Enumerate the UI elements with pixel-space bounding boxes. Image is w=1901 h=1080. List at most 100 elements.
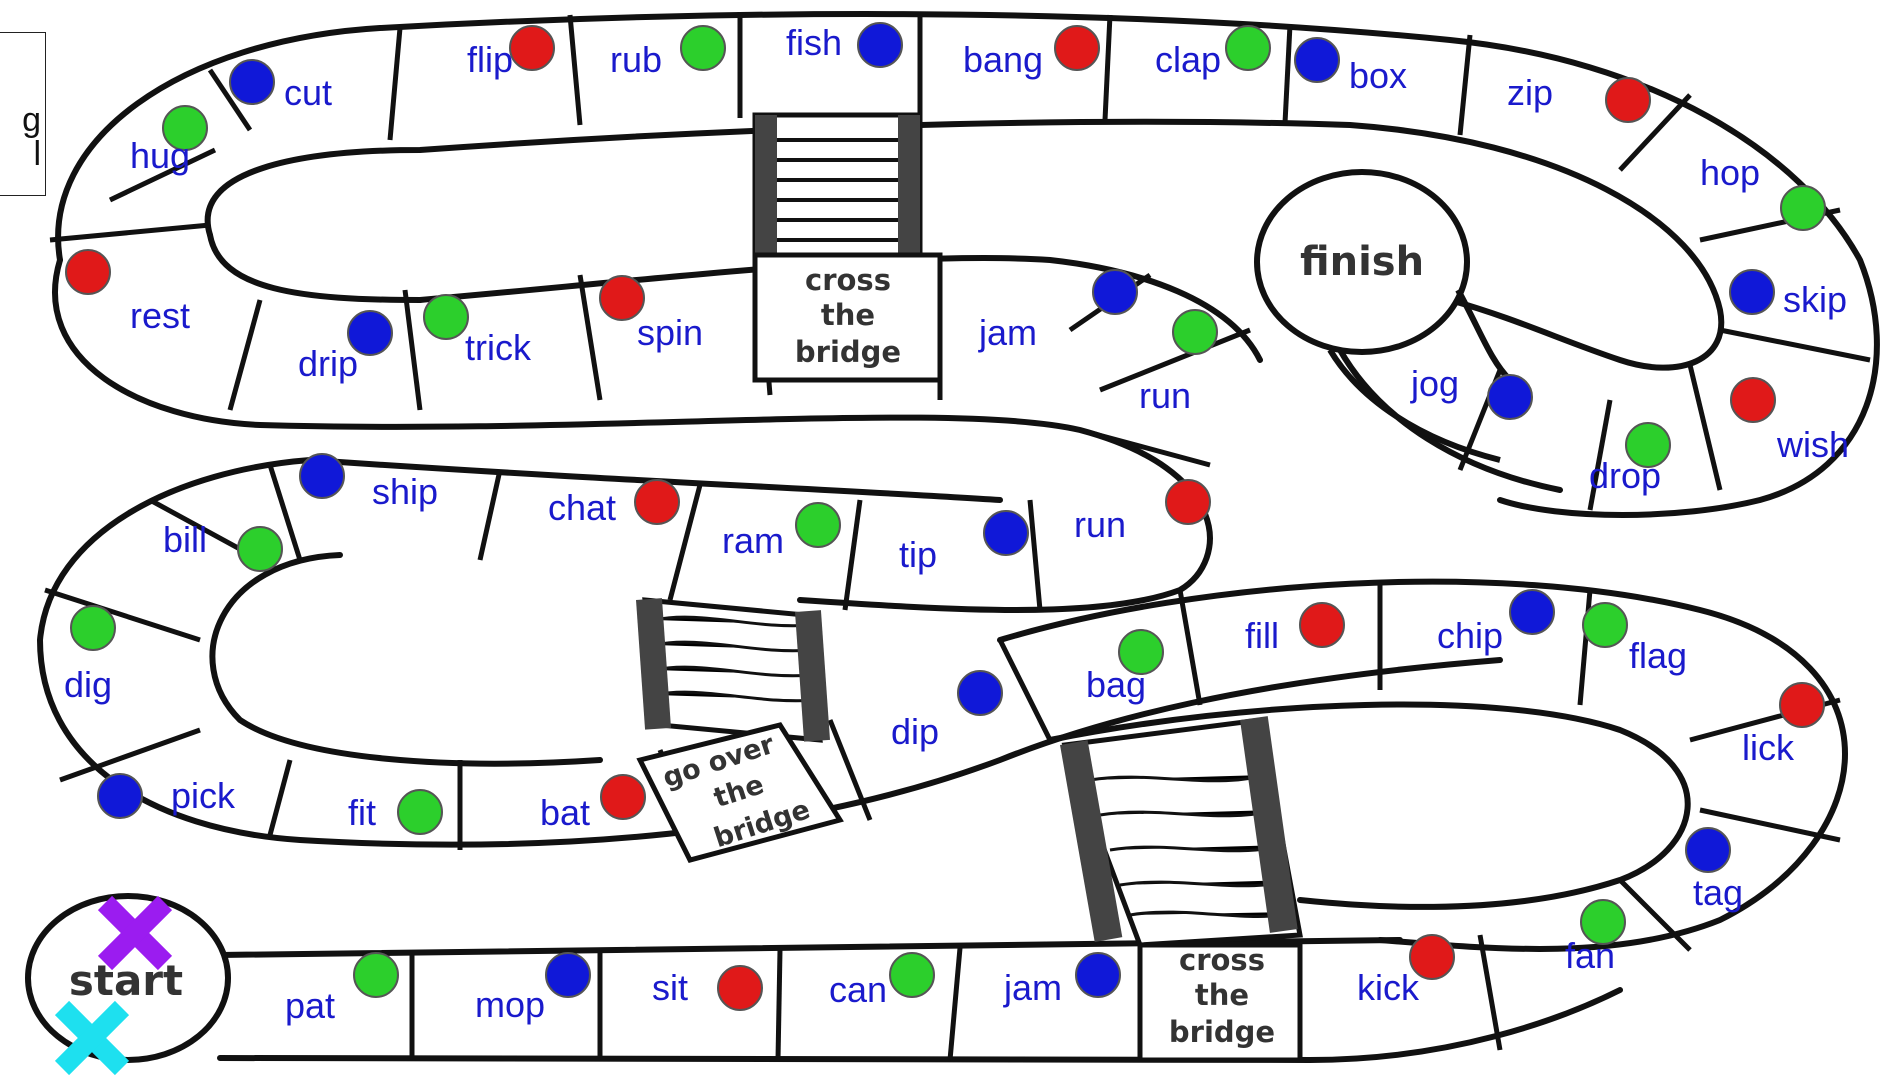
red-dot xyxy=(635,480,679,524)
board-space[interactable]: ram xyxy=(722,503,840,561)
space-word: kick xyxy=(1357,967,1420,1008)
space-word: flip xyxy=(467,39,513,80)
board-space[interactable]: jam xyxy=(978,270,1137,353)
space-word: wish xyxy=(1776,424,1849,465)
board-space[interactable]: kick xyxy=(1357,935,1454,1008)
red-dot xyxy=(510,26,554,70)
red-dot xyxy=(718,966,762,1010)
space-word: jam xyxy=(978,312,1037,353)
board-space[interactable]: trick xyxy=(424,295,532,368)
space-word: run xyxy=(1074,504,1126,545)
space-word: spin xyxy=(637,312,703,353)
bridge-bottom xyxy=(1060,716,1300,1060)
space-word: drop xyxy=(1589,455,1661,496)
green-dot xyxy=(681,26,725,70)
green-dot xyxy=(354,953,398,997)
space-word: skip xyxy=(1783,279,1847,320)
spaces-layer: pat mop sit can jam kick fan tag lick flag chip fil… xyxy=(64,22,1849,1026)
space-word: fan xyxy=(1565,935,1615,976)
board-space[interactable]: box xyxy=(1295,38,1407,96)
space-word: can xyxy=(829,969,887,1010)
blue-dot xyxy=(300,454,344,498)
board-space[interactable]: mop xyxy=(475,953,590,1025)
bridge-top-line-3: bridge xyxy=(795,335,901,369)
board-space[interactable]: fan xyxy=(1565,900,1625,976)
space-word: chat xyxy=(548,487,616,528)
board-space[interactable]: zip xyxy=(1507,72,1650,122)
board-space[interactable]: bat xyxy=(540,775,645,833)
blue-dot xyxy=(1510,590,1554,634)
blue-dot xyxy=(858,23,902,67)
space-word: hop xyxy=(1700,152,1760,193)
board-space[interactable]: hop xyxy=(1700,152,1825,230)
board-space[interactable]: fill xyxy=(1245,603,1344,656)
space-word: chip xyxy=(1437,615,1503,656)
space-word: ram xyxy=(722,520,784,561)
board-space[interactable]: fish xyxy=(786,22,902,67)
board-space[interactable]: dip xyxy=(891,671,1002,752)
space-word: rub xyxy=(610,39,662,80)
space-word: rest xyxy=(130,295,190,336)
space-word: jog xyxy=(1410,363,1459,404)
space-word: fill xyxy=(1245,615,1279,656)
board-space[interactable]: jog xyxy=(1410,363,1532,419)
board-space[interactable]: drop xyxy=(1589,423,1670,496)
blue-dot xyxy=(984,511,1028,555)
board-space[interactable]: dig xyxy=(64,606,115,705)
bridge-top-line-2: the xyxy=(821,298,875,332)
space-word: bill xyxy=(163,519,207,560)
space-word: flag xyxy=(1629,635,1687,676)
blue-dot xyxy=(98,774,142,818)
red-dot xyxy=(1055,26,1099,70)
green-dot xyxy=(890,953,934,997)
board-space[interactable]: lick xyxy=(1742,683,1824,768)
board-space[interactable]: fit xyxy=(348,790,442,834)
board-space[interactable]: flip xyxy=(467,26,554,80)
board-space[interactable]: drip xyxy=(298,311,392,384)
bridge-top-line-1: cross xyxy=(805,263,891,297)
bridge-bottom-line-3: bridge xyxy=(1169,1015,1275,1049)
board-space[interactable]: chat xyxy=(548,480,679,528)
red-dot xyxy=(601,775,645,819)
board-space[interactable]: rest xyxy=(66,250,190,336)
green-dot xyxy=(424,295,468,339)
board-space[interactable]: bag xyxy=(1086,630,1163,705)
board-space[interactable]: cut xyxy=(230,60,332,113)
board-space[interactable]: chip xyxy=(1437,590,1554,656)
red-dot xyxy=(1300,603,1344,647)
space-word: fish xyxy=(786,22,842,63)
board-space[interactable]: tag xyxy=(1686,828,1743,913)
space-word: drip xyxy=(298,343,358,384)
board-space[interactable]: tip xyxy=(899,511,1028,575)
board-space[interactable]: flag xyxy=(1583,603,1687,676)
space-word: zip xyxy=(1507,72,1553,113)
board-space[interactable]: run xyxy=(1139,310,1217,416)
space-word: tip xyxy=(899,534,937,575)
board-space[interactable]: clap xyxy=(1155,26,1270,80)
blue-dot xyxy=(1730,270,1774,314)
space-word: bang xyxy=(963,39,1043,80)
board-space[interactable]: pat xyxy=(285,953,398,1026)
board-space[interactable]: rub xyxy=(610,26,725,80)
board-space[interactable]: run xyxy=(1074,480,1210,545)
board-space[interactable]: spin xyxy=(600,276,703,353)
board-space[interactable]: skip xyxy=(1730,270,1847,320)
space-word: box xyxy=(1349,55,1407,96)
space-word: bag xyxy=(1086,664,1146,705)
blue-dot xyxy=(1093,270,1137,314)
board-space[interactable]: hug xyxy=(130,106,207,176)
board-space[interactable]: bang xyxy=(963,26,1099,80)
green-dot xyxy=(398,790,442,834)
green-dot xyxy=(1583,603,1627,647)
board-space[interactable]: jam xyxy=(1003,953,1120,1008)
board-space[interactable]: wish xyxy=(1731,378,1849,465)
space-word: pat xyxy=(285,985,335,1026)
board-space[interactable]: sit xyxy=(652,966,762,1010)
space-word: dig xyxy=(64,664,112,705)
space-word: clap xyxy=(1155,39,1221,80)
board-space[interactable]: can xyxy=(829,953,934,1010)
bridge-bottom-line-2: the xyxy=(1195,978,1249,1012)
board-space[interactable]: bill xyxy=(163,519,282,571)
space-word: bat xyxy=(540,792,590,833)
